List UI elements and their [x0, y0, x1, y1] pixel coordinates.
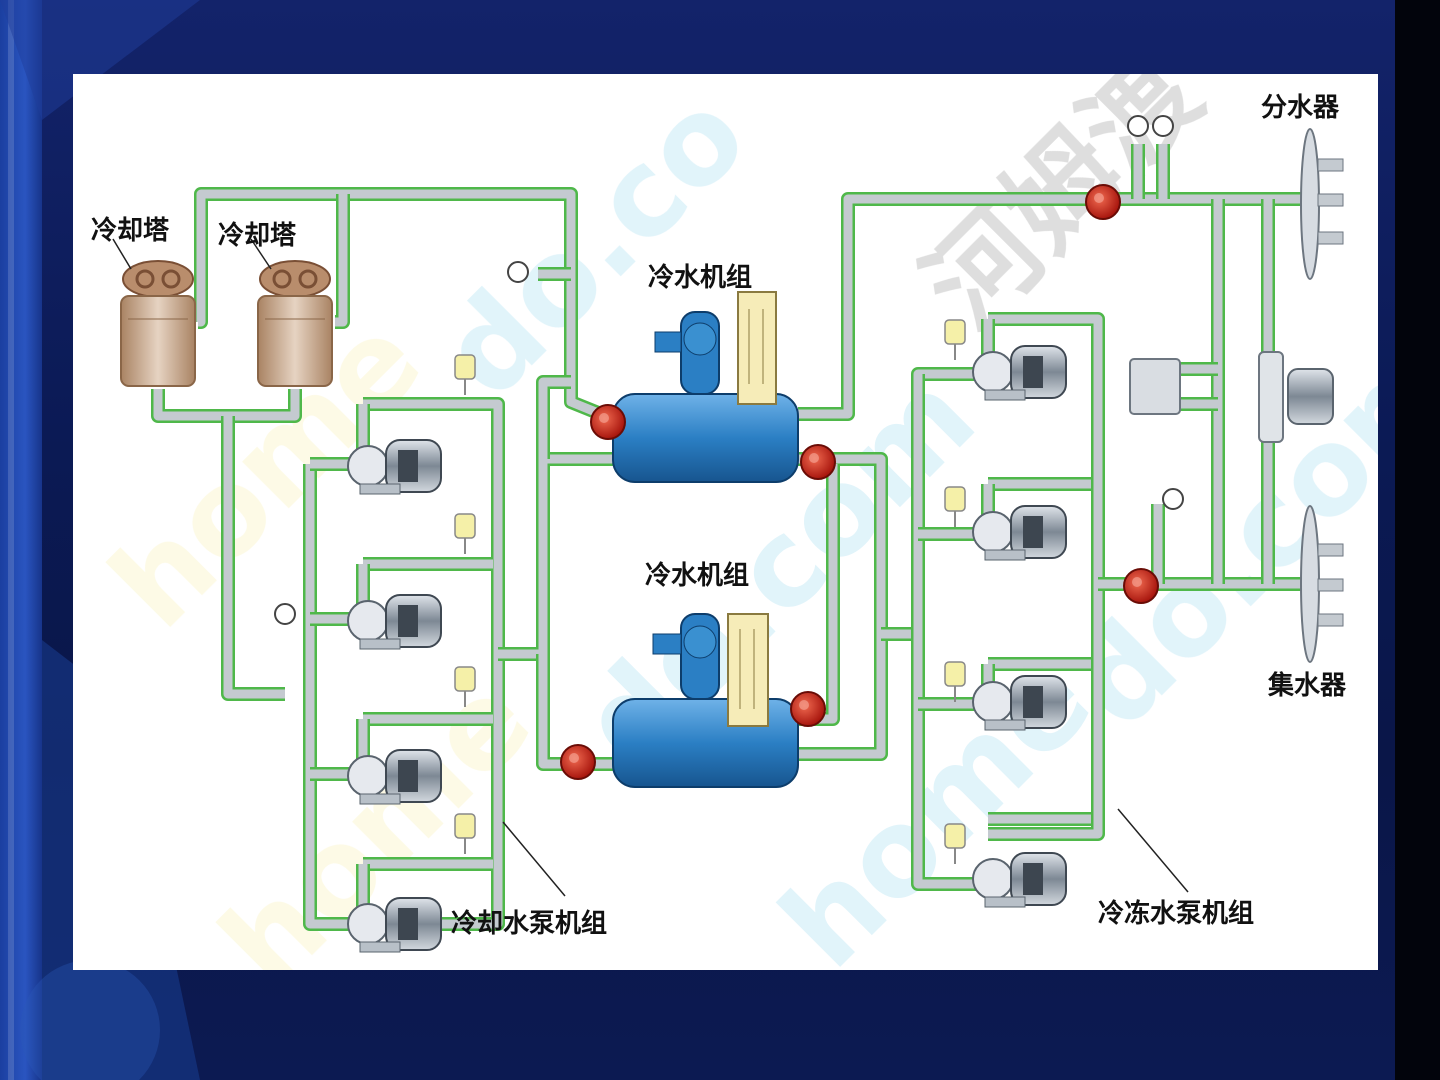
label-cooling-pump-group: 冷却水泵机组	[451, 908, 607, 939]
gauge-icon	[454, 354, 476, 395]
gauge-icon	[274, 603, 296, 625]
gauge-icon	[454, 666, 476, 707]
cooling-tower-icon	[257, 260, 333, 387]
pump-icon	[972, 675, 1067, 731]
valve-icon	[1085, 184, 1121, 220]
gauge-icon	[454, 513, 476, 554]
svg-text:河姆渡: 河姆渡	[901, 74, 1225, 352]
label-chiller-bottom: 冷水机组	[645, 560, 749, 591]
gauge-icon	[1162, 488, 1184, 510]
label-chilled-pump-group: 冷冻水泵机组	[1098, 898, 1254, 929]
label-distributor: 分水器	[1261, 93, 1340, 123]
diagram-panel: home do.co 河姆渡 home do.com home do.com	[73, 29, 1440, 1015]
pipe	[798, 194, 1310, 419]
pipe-outline	[498, 452, 613, 661]
hvac-system-diagram: home do.co 河姆渡 home do.com home do.com	[85, 29, 1440, 1015]
pump-icon	[347, 594, 442, 650]
pipe	[798, 454, 886, 759]
pump-set	[347, 345, 1067, 953]
gauge-icon	[944, 661, 966, 702]
pump-icon	[347, 749, 442, 805]
leader-lines	[112, 238, 1189, 897]
cooling-tower-icon	[120, 260, 196, 387]
left-decor-strip	[0, 0, 42, 1080]
water-treatment-icon	[1258, 351, 1334, 443]
chiller-icon	[612, 291, 799, 483]
watermark: home do.co 河姆渡 home do.com home do.com	[85, 29, 1440, 1015]
gauge-icon	[944, 823, 966, 864]
pipe	[223, 416, 285, 699]
label-chiller-top: 冷水机组	[648, 262, 752, 293]
pump-icon	[347, 897, 442, 953]
pipe	[196, 189, 615, 424]
pump-icon	[972, 505, 1067, 561]
valve-icon	[800, 444, 836, 480]
expansion-tank-icon	[1129, 358, 1181, 415]
valve-icon	[790, 691, 826, 727]
pipe	[335, 194, 348, 327]
valve-icon	[590, 404, 626, 440]
label-cooling-tower-2: 冷却塔	[218, 220, 297, 251]
gauge-icon	[507, 261, 529, 283]
label-collector: 集水器	[1267, 670, 1347, 701]
distributor-icon	[1300, 128, 1344, 280]
pipe	[498, 454, 613, 659]
valve-icon	[1123, 568, 1159, 604]
pump-icon	[972, 345, 1067, 401]
valve-icon	[560, 744, 596, 780]
pipe	[913, 374, 978, 889]
pipe	[988, 314, 1103, 839]
pump-icon	[347, 439, 442, 495]
gauge-icon	[454, 813, 476, 854]
collector-icon	[1300, 505, 1344, 663]
chiller-icon	[612, 613, 799, 788]
gauge-icon	[1152, 115, 1174, 137]
valve-set	[560, 184, 1159, 780]
pipe	[538, 377, 571, 459]
gauge-set	[274, 115, 1184, 864]
pump-icon	[972, 852, 1067, 908]
gauge-icon	[944, 486, 966, 527]
gauge-icon	[1127, 115, 1149, 137]
pipe-network	[151, 144, 1310, 931]
label-cooling-tower-1: 冷却塔	[91, 215, 170, 246]
pipe	[363, 399, 503, 929]
gauge-icon	[944, 319, 966, 360]
right-dark-edge	[1395, 0, 1440, 1080]
